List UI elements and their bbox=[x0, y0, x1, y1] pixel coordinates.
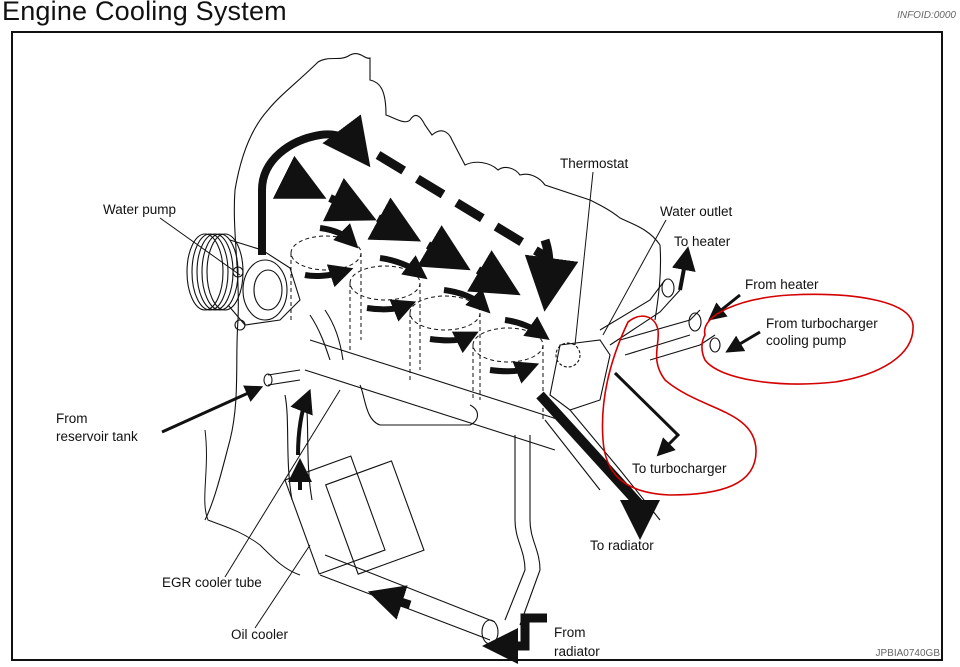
flow-arrow-row2-c bbox=[417, 225, 471, 271]
flow-arrow-dashed-upper bbox=[375, 151, 551, 262]
red-circle-to-turbocharger bbox=[601, 315, 757, 496]
flow-arrow-cyl1-bot bbox=[304, 264, 354, 288]
flow-arrow-to-heater bbox=[671, 246, 696, 291]
info-id: INFOID:0000 bbox=[897, 10, 956, 21]
flow-arrow-from-heater bbox=[707, 293, 741, 321]
water-pump bbox=[186, 233, 301, 331]
flow-arrow-cyl4-top bbox=[504, 316, 550, 340]
flow-arrow-cyl2-top bbox=[379, 255, 428, 280]
label-thermostat: Thermostat bbox=[560, 156, 629, 171]
label-from-turbo-pump-1: From turbocharger bbox=[766, 316, 878, 331]
label-to-turbocharger: To turbocharger bbox=[632, 461, 727, 476]
flow-arrow-row2-b bbox=[367, 197, 422, 242]
label-from-heater: From heater bbox=[745, 277, 819, 292]
engine-lower-outline bbox=[204, 429, 301, 576]
red-annotation bbox=[601, 293, 914, 496]
red-circle-turbo-pump bbox=[701, 293, 914, 385]
coolant-flow-arrows bbox=[258, 114, 579, 384]
flow-arrow-cyl4-bot bbox=[489, 361, 540, 384]
label-from-radiator-2: radiator bbox=[554, 644, 600, 659]
pipe-flow-arrows bbox=[161, 246, 761, 664]
flow-arrow-egr-up-2 bbox=[290, 388, 313, 456]
cylinders bbox=[290, 235, 544, 420]
flow-arrow-main bbox=[258, 114, 371, 255]
label-from-turbo-pump-2: cooling pump bbox=[766, 333, 847, 348]
flow-arrow-cyl3-bot bbox=[429, 331, 479, 354]
flow-arrow-cyl3-top bbox=[443, 287, 491, 314]
flow-arrow-reservoir bbox=[161, 385, 264, 434]
flow-arrow-row2-d bbox=[467, 250, 521, 296]
label-water-outlet: Water outlet bbox=[660, 204, 733, 219]
flow-arrow-from-turbo-pump bbox=[725, 330, 761, 353]
label-to-radiator: To radiator bbox=[590, 538, 654, 553]
flow-arrow-oil-cooler bbox=[367, 585, 412, 620]
page-title: Engine Cooling System bbox=[2, 0, 287, 26]
label-from-radiator-1: From bbox=[554, 625, 586, 640]
leader-lines bbox=[159, 171, 667, 629]
flow-arrow-row2-a bbox=[322, 177, 377, 222]
label-oil-cooler: Oil cooler bbox=[231, 627, 289, 642]
label-water-pump: Water pump bbox=[103, 202, 177, 217]
flow-arrow-from-radiator bbox=[482, 613, 547, 664]
flow-arrow-down bbox=[524, 238, 579, 312]
figure-code: JPBIA0740GB bbox=[875, 648, 940, 659]
label-to-heater: To heater bbox=[674, 234, 731, 249]
flow-arrow-cyl1-top bbox=[319, 223, 359, 249]
label-from-reservoir-1: From bbox=[56, 411, 88, 426]
flow-arrow-to-turbocharger bbox=[613, 371, 681, 457]
flow-arrow-cyl2-bot bbox=[366, 299, 417, 322]
flow-arrow-branch bbox=[272, 155, 327, 199]
lower-pipes bbox=[263, 278, 721, 645]
diagram-frame bbox=[11, 31, 943, 661]
flow-arrow-to-radiator bbox=[536, 391, 660, 540]
label-from-reservoir-2: reservoir tank bbox=[56, 429, 138, 444]
label-egr-cooler-tube: EGR cooler tube bbox=[162, 575, 262, 590]
